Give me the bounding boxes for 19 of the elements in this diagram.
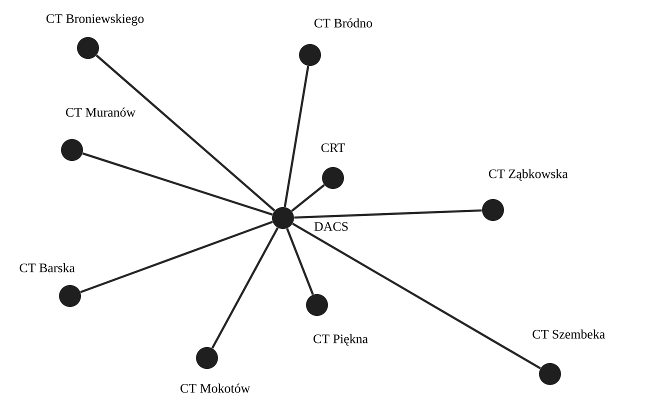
node-label: DACS	[314, 222, 348, 231]
node-label: CT Barska	[20, 263, 75, 272]
link-line	[284, 66, 310, 208]
node-label: CRT	[321, 143, 346, 152]
link-line	[96, 54, 276, 212]
link-line	[82, 152, 273, 216]
link-line	[292, 222, 541, 370]
node-label: CT Broniewskiego	[46, 14, 144, 26]
node-label: CT Muranów	[66, 108, 136, 117]
node-label: CT Piękna	[314, 334, 368, 346]
node-label: CT Ząbkowska	[488, 169, 568, 181]
node-label: CT Bródno	[314, 18, 372, 28]
link-line	[286, 228, 314, 295]
node-label: CT Szembeka	[532, 329, 605, 339]
node-label: CT Mokotów	[180, 384, 250, 393]
link-line	[294, 209, 482, 219]
link-line	[211, 227, 279, 349]
link-line	[80, 220, 273, 294]
link-line	[291, 184, 325, 212]
